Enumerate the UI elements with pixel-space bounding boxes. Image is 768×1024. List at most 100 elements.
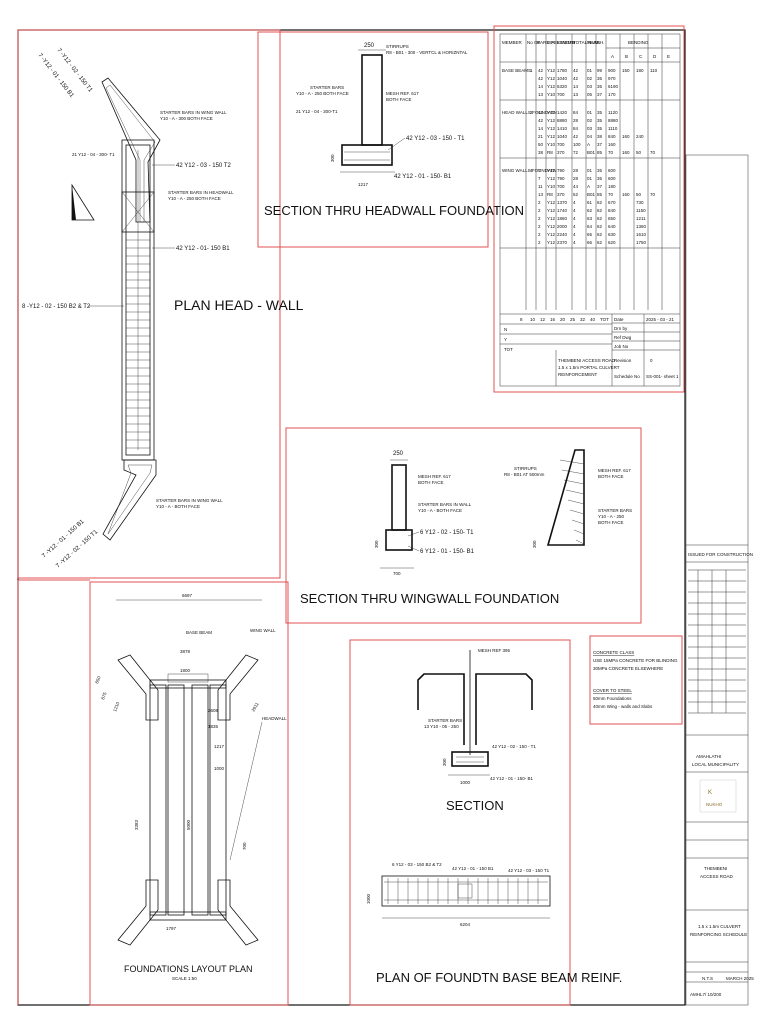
schedule-header-cell: MEMBER bbox=[502, 40, 523, 45]
schedule-cell: Y12 bbox=[547, 84, 556, 89]
schedule-cell: 63 bbox=[587, 216, 593, 221]
wing-hatch-line bbox=[559, 459, 585, 465]
schedule-meta-label: Drn by bbox=[614, 326, 628, 331]
schedule-cell: 640 bbox=[608, 224, 616, 229]
schedule-cell: 2000 bbox=[557, 224, 568, 229]
schedule-cell: 28 bbox=[573, 118, 579, 123]
schedule-cell: 670 bbox=[608, 200, 616, 205]
logo-monogram: K bbox=[708, 790, 712, 796]
headwall-dim-w: 1217 bbox=[358, 182, 369, 187]
layout-dim-4: 1217 bbox=[214, 744, 225, 749]
schedule-cell: 02 bbox=[587, 118, 593, 123]
wing-bot-label-2: 7 -Y12 - 02 - 150 T1 bbox=[55, 529, 99, 570]
schedule-cell: 4 bbox=[573, 208, 576, 213]
layout-dim-10: 2911 bbox=[251, 701, 260, 712]
schedule-cell: 85 bbox=[597, 192, 603, 197]
schedule-cell: 160 bbox=[622, 150, 630, 155]
base-dim-w: 1000 bbox=[460, 780, 471, 785]
layout-dim-0: 3878 bbox=[180, 649, 191, 654]
base-b1: 42 Y12 - 01 - 150- B1 bbox=[490, 776, 533, 781]
schedule-cell: 13 bbox=[573, 92, 579, 97]
schedule-cell: 900 bbox=[608, 68, 616, 73]
schedule-cell: 42 bbox=[573, 134, 579, 139]
schedule-cell: 42 bbox=[538, 68, 544, 73]
note-cover-2: 40mm Wing - walls and Slabs bbox=[593, 704, 653, 709]
headwall-starter: STARTER BARS bbox=[310, 85, 344, 90]
schedule-cell: 2370 bbox=[557, 240, 568, 245]
schedule-cell: A bbox=[587, 184, 590, 189]
plan-lbl3: 42 Y12 - 03 - 150 T1 bbox=[508, 868, 550, 873]
schedule-cell: 21 bbox=[538, 134, 544, 139]
schedule-cell: 03 bbox=[587, 126, 593, 131]
schedule-cell: B01 bbox=[587, 150, 596, 155]
schedule-project: 1.5 x 1.5m PORTAL CULVERT bbox=[558, 365, 620, 370]
rebar-ticks bbox=[126, 239, 150, 449]
schedule-cell: 840 bbox=[608, 134, 616, 139]
schedule-cell: 600 bbox=[608, 168, 616, 173]
schedule-size: 10 bbox=[530, 317, 536, 322]
wing-hatch bbox=[559, 459, 585, 545]
schedule-cell: B01 bbox=[587, 192, 596, 197]
schedule-cell: 2 bbox=[538, 232, 541, 237]
schedule-cell: 4 bbox=[573, 224, 576, 229]
schedule-cell: 01 bbox=[587, 110, 593, 115]
schedule-cell: 6320 bbox=[557, 84, 568, 89]
schedule-grid bbox=[500, 34, 680, 386]
plan-dim-w: 6204 bbox=[460, 922, 471, 927]
schedule-cell: A bbox=[587, 142, 590, 147]
schedule-size: 25 bbox=[570, 317, 576, 322]
schedule-cell: Y12 bbox=[547, 232, 556, 237]
starter-wing-label-2b: Y10 - A - BOTH FACE bbox=[156, 504, 200, 509]
schedule-cell: 180 bbox=[636, 68, 644, 73]
wingwall-starter2-c: BOTH FACE bbox=[598, 520, 624, 525]
wing-hatch-line bbox=[569, 509, 585, 515]
wing-hatch-line bbox=[565, 489, 585, 495]
wingwall-mesh2-b: BOTH FACE bbox=[598, 474, 624, 479]
outer-border bbox=[17, 29, 686, 1006]
schedule-bend-col: E bbox=[667, 54, 670, 59]
note-cover: COVER TO STEEL bbox=[593, 688, 632, 693]
schedule-cell: 70 bbox=[608, 150, 614, 155]
schedule-cell: 160 bbox=[608, 142, 616, 147]
headwall-dim-h: 300 bbox=[330, 154, 335, 162]
wingwall-section-title: SECTION THRU WINGWALL FOUNDATION bbox=[300, 591, 559, 606]
base-plan-title: PLAN OF FOUNDTN BASE BEAM REINF. bbox=[376, 970, 622, 985]
layout-dim-top: 6697 bbox=[182, 593, 193, 598]
schedule-cell: Y12 bbox=[547, 176, 556, 181]
schedule-cell: 1150 bbox=[636, 208, 646, 213]
schedule-cell: 35 bbox=[597, 126, 603, 131]
schedule-cell: 28 bbox=[573, 168, 579, 173]
t2-label: 42 Y12 - 03 - 150 T2 bbox=[176, 163, 231, 169]
layout-headwall: HEADWALL bbox=[262, 716, 287, 721]
schedule-cell: 160 bbox=[622, 192, 630, 197]
schedule-member-no: 1 bbox=[530, 68, 533, 73]
schedule-cell: 970 bbox=[608, 76, 616, 81]
schedule-cell: 05 bbox=[587, 92, 593, 97]
schedule-cell: 35 bbox=[597, 168, 603, 173]
schedule-cell: 01 bbox=[587, 176, 593, 181]
schedule-cell: 1610 bbox=[636, 232, 647, 237]
base-beam-plan: 6 Y12 - 03 - 150 B2 & T2 42 Y12 - 01 - 1… bbox=[366, 862, 622, 985]
schedule-cell: 630 bbox=[608, 232, 616, 237]
schedule-size: TOT bbox=[600, 317, 609, 322]
title-block: ISSUED FOR CONSTRUCTION AMAHLATHI LOCAL … bbox=[685, 154, 754, 1006]
schedule-cell: Y12 bbox=[547, 68, 556, 73]
schedule-cell: 42 bbox=[573, 68, 579, 73]
wingwall-dim-h: 300 bbox=[374, 540, 379, 548]
starter-wing-label-2: STARTER BARS IN WING WALL bbox=[156, 498, 223, 503]
schedule-cell: 730 bbox=[636, 200, 644, 205]
schedule-cell: 62 bbox=[597, 208, 603, 213]
schedule-cell: Y12 bbox=[547, 168, 556, 173]
plan-ticks bbox=[387, 878, 539, 904]
wing-bot-label-1: 7 -Y12 - 01 - 150 B1 bbox=[41, 518, 86, 559]
schedule-cell: Y12 bbox=[547, 110, 556, 115]
schedule-member-name: HEAD WALLS FOUNDATN bbox=[502, 110, 557, 115]
schedule-cell: 42 bbox=[538, 76, 544, 81]
wing-hatch-line bbox=[561, 469, 585, 475]
base-section-title: SECTION bbox=[446, 798, 504, 813]
schedule-cell: 04 bbox=[587, 134, 593, 139]
schedule-bend-col: C bbox=[639, 54, 643, 59]
schedule-cell: 02 bbox=[587, 76, 593, 81]
